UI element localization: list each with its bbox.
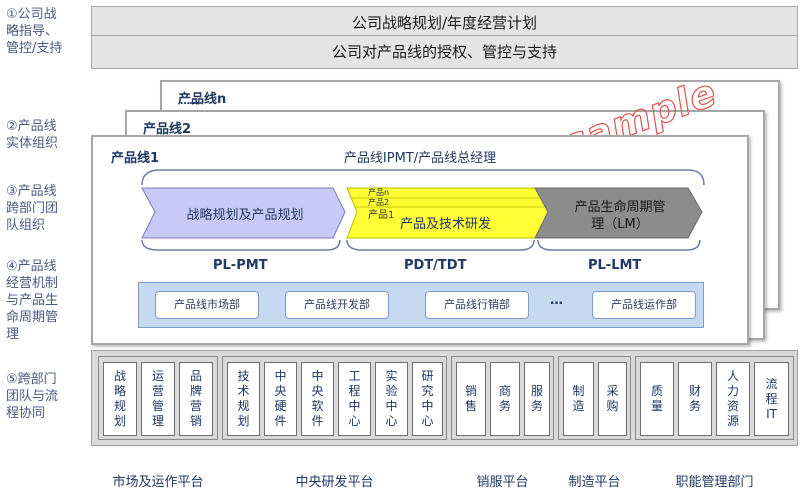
platform-sales-service: 销服平台: [476, 475, 529, 490]
col-finance: 财务: [678, 362, 712, 436]
side-label-2: ②产品线实体组织: [6, 119, 59, 151]
rd-product-1: 产品1: [368, 210, 395, 221]
side-label-4: ④产品线经营机制与产品生命周期管理: [6, 259, 59, 342]
col-procurement: 采购: [598, 362, 627, 436]
product-line-1-title: 产品线1: [111, 151, 160, 166]
col-research-center: 研究中心: [412, 362, 443, 436]
product-line-n-dots: ……: [180, 96, 199, 107]
dept-market: 产品线市场部: [155, 291, 259, 319]
rd-product-n: 产品n: [368, 188, 390, 197]
group-functions: [635, 356, 794, 440]
col-process-it: 流程IT: [754, 362, 789, 436]
group-manufacturing: [558, 356, 631, 440]
rd-label: 产品及技术研发: [400, 217, 492, 232]
col-manufacturing: 制造: [563, 362, 594, 436]
lmt-bracket: [537, 239, 701, 251]
side-label-1: ①公司战略指导、管控/支持: [6, 7, 63, 56]
strategy-arrow: [141, 187, 346, 239]
phase-pl-lmt: PL-LMT: [588, 258, 642, 273]
dept-ellipsis: …: [550, 293, 563, 308]
platform-central-rd: 中央研发平台: [295, 475, 374, 490]
dept-sales-marketing: 产品线行销部: [425, 291, 529, 319]
side-label-5: ⑤跨部门团队与流程协同: [6, 372, 59, 421]
dept-development: 产品线开发部: [285, 291, 389, 319]
col-central-hardware: 中央硬件: [264, 362, 297, 436]
platform-manufacturing: 制造平台: [568, 475, 621, 490]
lm-arrow: [534, 187, 703, 239]
platform-functions: 职能管理部门: [675, 475, 754, 490]
col-sales: 销售: [456, 362, 486, 436]
side-label-3: ③产品线跨部门团队组织: [6, 184, 59, 233]
group-market-ops: [98, 356, 218, 440]
col-lab-center: 实验中心: [375, 362, 408, 436]
col-hr: 人力资源: [716, 362, 750, 436]
top-bar-authorization: 公司对产品线的授权、管控与支持: [91, 35, 798, 69]
col-service: 服务: [524, 362, 550, 436]
col-business: 商务: [490, 362, 520, 436]
ipmt-title: 产品线IPMT/产品线总经理: [343, 151, 497, 166]
phase-pdt-tdt: PDT/TDT: [404, 258, 467, 273]
platform-market-ops: 市场及运作平台: [112, 475, 204, 490]
pmt-bracket: [141, 239, 341, 251]
col-engineering-center: 工程中心: [338, 362, 371, 436]
group-central-rd: [222, 356, 447, 440]
dept-operations: 产品线运作部: [592, 291, 696, 319]
group-sales-service: [451, 356, 554, 440]
col-operations-mgmt: 运营管理: [141, 362, 175, 436]
pdt-bracket: [346, 239, 535, 251]
col-central-software: 中央软件: [301, 362, 334, 436]
col-brand-marketing: 品牌营销: [179, 362, 213, 436]
ipmt-bracket: [141, 169, 705, 186]
col-tech-planning: 技术规划: [227, 362, 260, 436]
product-line-2-title: 产品线2: [143, 122, 192, 137]
col-strategy-planning: 战略规划: [103, 362, 137, 436]
lm-label: 产品生命周期管理（LM）: [574, 200, 666, 232]
rd-product-2: 产品2: [368, 198, 390, 207]
phase-pl-pmt: PL-PMT: [213, 258, 268, 273]
col-quality: 质量: [640, 362, 674, 436]
product-line-n-title: 产品线n: [178, 92, 227, 107]
strategy-label: 战略规划及产品规划: [186, 208, 304, 223]
